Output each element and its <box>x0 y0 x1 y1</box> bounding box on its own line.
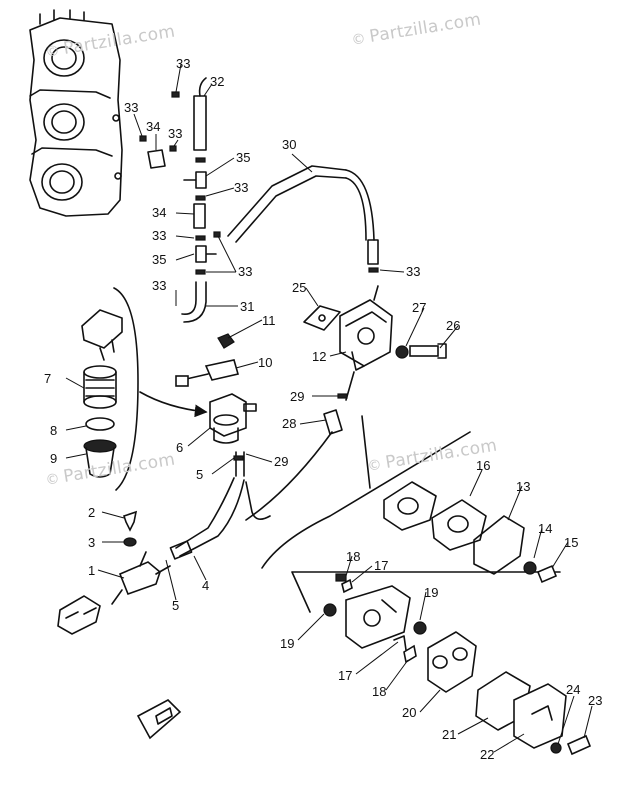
fuel-pump-12 <box>339 285 393 371</box>
callout-10: 10 <box>258 355 272 370</box>
callout-3: 3 <box>88 535 95 550</box>
callout-8: 8 <box>50 423 57 438</box>
callout-31: 31 <box>240 299 254 314</box>
o-ring-8 <box>85 417 115 431</box>
washer-19-right <box>413 621 427 635</box>
filter-element-7 <box>83 365 117 409</box>
bracket-10 <box>175 359 240 387</box>
callout-4: 4 <box>202 578 209 593</box>
callout-34b: 34 <box>152 205 166 220</box>
joint-35-lower <box>195 245 217 263</box>
fuel-connector-plug <box>57 595 101 635</box>
fuel-hose-30 <box>227 165 379 265</box>
callout-15: 15 <box>564 535 578 550</box>
fuel-hose-34-lower <box>193 203 206 229</box>
callout-33c: 33 <box>168 126 182 141</box>
callout-17: 17 <box>374 558 388 573</box>
screw-2 <box>122 510 138 532</box>
callout-33b: 33 <box>124 100 138 115</box>
callout-1: 1 <box>88 563 95 578</box>
screw-18-lower <box>403 644 417 664</box>
copyright-symbol: © <box>366 456 384 475</box>
callout-30: 30 <box>282 137 296 152</box>
fuel-hose-31 <box>181 281 207 323</box>
callout-2: 2 <box>88 505 95 520</box>
callout-16: 16 <box>476 458 490 473</box>
fuel-hose-32 <box>193 77 207 151</box>
callout-23: 23 <box>588 693 602 708</box>
pump-body <box>345 585 411 649</box>
callout-26: 26 <box>446 318 460 333</box>
callout-33g: 33 <box>152 278 166 293</box>
callout-21: 21 <box>442 727 456 742</box>
fuel-hose-4 <box>169 451 271 560</box>
clip-17-lower <box>393 635 407 651</box>
callout-labels: 1 2 3 4 5 5 6 7 8 9 10 11 12 13 14 15 16… <box>44 56 602 762</box>
callout-32: 32 <box>210 74 224 89</box>
callout-28: 28 <box>282 416 296 431</box>
washer-14 <box>523 561 537 575</box>
callout-35: 35 <box>236 150 250 165</box>
callout-35b: 35 <box>152 252 166 267</box>
copyright-symbol: © <box>350 30 368 49</box>
callout-19b: 19 <box>280 636 294 651</box>
callout-6: 6 <box>176 440 183 455</box>
callout-18: 18 <box>346 549 360 564</box>
leader-lines <box>65 63 593 753</box>
fuel-connector-1 <box>111 551 171 605</box>
joint-35-upper <box>183 171 207 189</box>
washer-3 <box>123 537 137 547</box>
screw-18-upper <box>341 578 353 594</box>
pump-diaphragm-plate <box>473 515 525 575</box>
gasket-20 <box>427 631 477 693</box>
callout-12: 12 <box>312 349 326 364</box>
filter-bowl-9 <box>83 439 117 478</box>
callout-25: 25 <box>292 280 306 295</box>
callout-29: 29 <box>290 389 304 404</box>
pump-diaphragm-16 <box>383 481 437 531</box>
callout-24: 24 <box>566 682 580 697</box>
intake-manifold <box>29 9 123 217</box>
callout-18b: 18 <box>372 684 386 699</box>
screw-23 <box>566 734 592 756</box>
washer-27 <box>395 345 409 359</box>
fuel-hose-34-upper <box>147 149 166 169</box>
label-plate <box>136 699 182 740</box>
cover-22 <box>513 683 567 749</box>
callout-9: 9 <box>50 451 57 466</box>
pump-gasket-13 <box>431 499 487 551</box>
callout-17b: 17 <box>338 668 352 683</box>
callout-29b: 29 <box>274 454 288 469</box>
callout-19: 19 <box>424 585 438 600</box>
washer-24 <box>550 742 562 754</box>
callout-20: 20 <box>402 705 416 720</box>
callout-27: 27 <box>412 300 426 315</box>
washer-19-left <box>323 603 337 617</box>
callout-14: 14 <box>538 521 552 536</box>
callout-11: 11 <box>262 313 276 328</box>
callout-13: 13 <box>516 479 530 494</box>
callout-7: 7 <box>44 371 51 386</box>
filter-cap <box>81 309 123 361</box>
callout-5: 5 <box>196 467 203 482</box>
fuel-filter-6 <box>209 393 257 444</box>
callout-33f: 33 <box>238 264 252 279</box>
callout-33d: 33 <box>234 180 248 195</box>
callout-33h: 33 <box>406 264 420 279</box>
copyright-symbol: © <box>44 42 62 61</box>
gasket-25 <box>303 305 341 331</box>
bolt-26 <box>409 343 447 359</box>
callout-33e: 33 <box>152 228 166 243</box>
screw-15 <box>536 564 558 584</box>
clip-17-upper <box>335 573 347 582</box>
callout-33a: 33 <box>176 56 190 71</box>
callout-22: 22 <box>480 747 494 762</box>
copyright-symbol: © <box>44 470 62 489</box>
hose-clamps-33 <box>139 91 379 275</box>
callout-34: 34 <box>146 119 160 134</box>
callout-5b: 5 <box>172 598 179 613</box>
